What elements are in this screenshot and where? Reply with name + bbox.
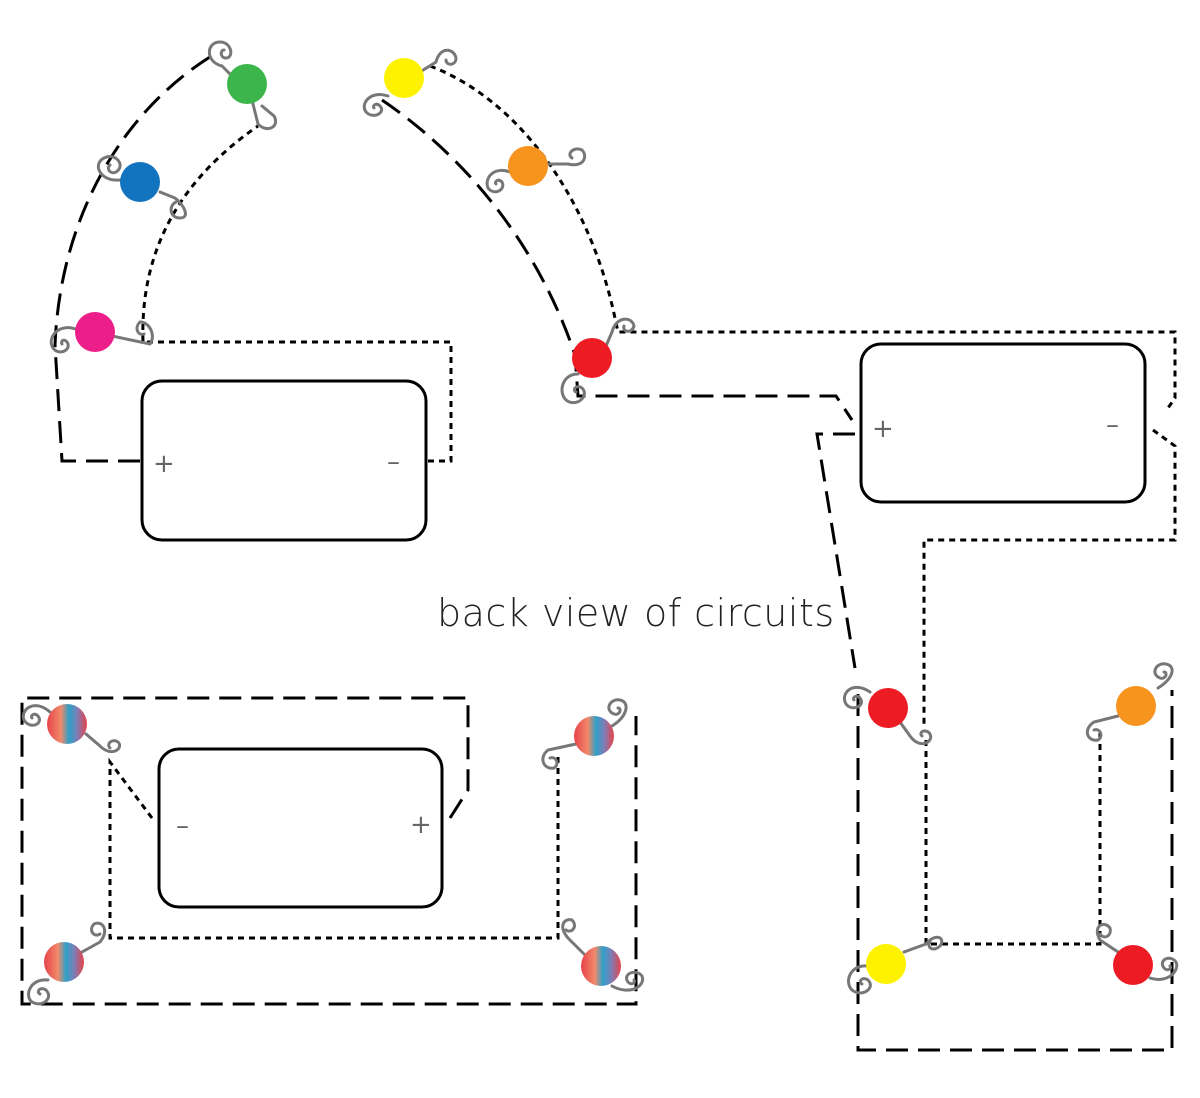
- wire-negative: [922, 428, 1177, 724]
- wire-positive: [856, 690, 1174, 1052]
- coil-icon: [207, 40, 233, 68]
- led-red: [843, 685, 933, 746]
- battery-negative-label: –: [1106, 410, 1119, 440]
- coil-icon: [49, 326, 80, 354]
- battery: [859, 342, 1147, 504]
- rectangle-circuit: – +: [20, 696, 645, 1006]
- battery-negative-label: –: [176, 811, 189, 841]
- wire-positive: [53, 50, 219, 463]
- led-yellow: [847, 935, 944, 995]
- coil-icon: [847, 964, 872, 995]
- battery-positive-label: +: [872, 414, 894, 444]
- left-arc-circuit: + –: [49, 40, 453, 542]
- right-battery-unit: + –: [815, 342, 1177, 724]
- battery-positive-label: +: [410, 810, 432, 840]
- led-orange: [485, 146, 587, 194]
- battery: [140, 379, 428, 542]
- led-multicolor: [561, 918, 645, 992]
- coil-icon: [21, 704, 52, 727]
- led-multicolor: [21, 704, 121, 754]
- coil-icon: [607, 698, 628, 728]
- middle-arc-circuit: [362, 48, 1177, 421]
- coil-icon: [610, 970, 645, 992]
- wire-positive: [20, 696, 638, 1006]
- coil-icon: [485, 169, 512, 194]
- led-multicolor: [541, 698, 628, 770]
- coil-icon: [1148, 956, 1179, 981]
- battery-positive-label: +: [153, 449, 175, 479]
- coil-icon: [843, 685, 872, 710]
- led-red: [1095, 923, 1179, 985]
- wire-negative: [108, 756, 560, 940]
- coil-icon: [97, 155, 122, 182]
- battery: [157, 747, 444, 909]
- battery-negative-label: –: [387, 447, 400, 477]
- wire-negative: [429, 64, 1177, 409]
- led-green: [207, 40, 277, 130]
- led-pink: [49, 312, 154, 354]
- led-orange: [1085, 662, 1174, 742]
- wire-positive: [815, 432, 857, 669]
- led-blue: [97, 155, 187, 220]
- wire-negative: [141, 124, 453, 463]
- diagram-caption: back view of circuits: [437, 591, 835, 635]
- wire-negative: [924, 730, 1102, 946]
- coil-icon: [362, 93, 390, 117]
- led-multicolor: [27, 921, 107, 1006]
- coil-icon: [1153, 662, 1174, 690]
- coil-icon: [27, 978, 51, 1006]
- led-red: [560, 317, 636, 405]
- led-yellow: [362, 48, 458, 117]
- u-shape-circuit: [843, 662, 1179, 1052]
- coil-icon: [560, 372, 586, 405]
